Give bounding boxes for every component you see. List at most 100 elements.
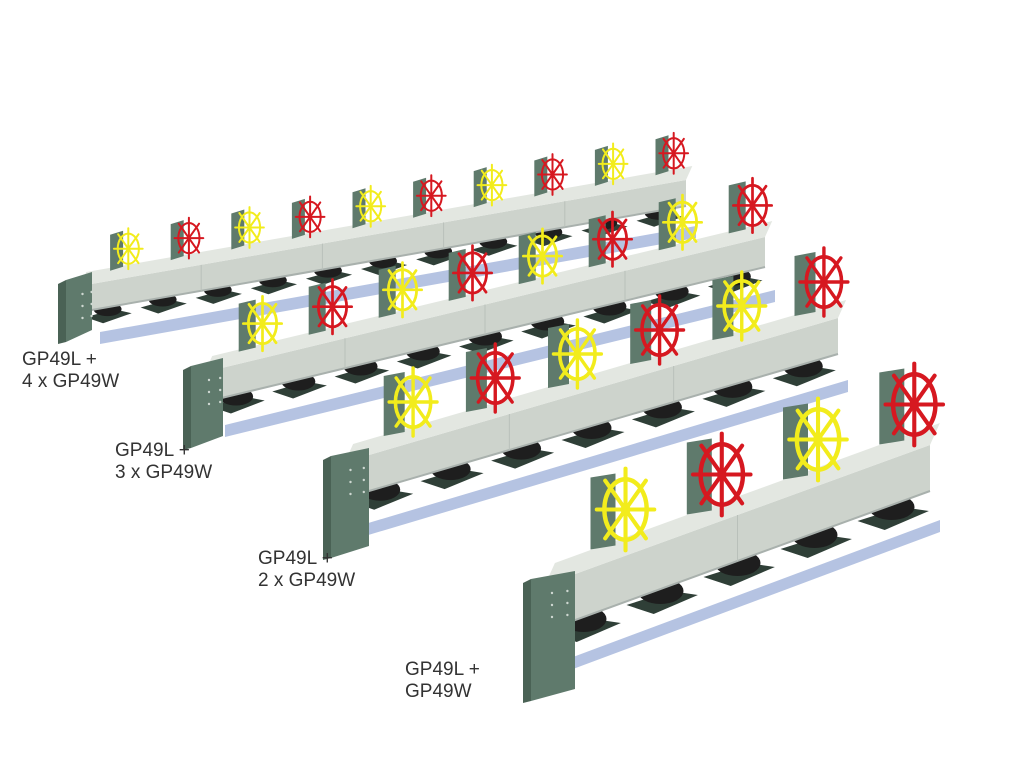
- ship-wheel-red: [415, 174, 447, 218]
- wheel-spoke: [394, 376, 415, 404]
- seat-with-wheel: [783, 396, 849, 483]
- row-3-caption-line1: GP49L +: [258, 548, 333, 569]
- end-cap-panel: [66, 272, 92, 342]
- bolt: [349, 492, 352, 496]
- ship-wheel-yellow: [241, 294, 284, 353]
- wheel-spoke: [430, 180, 443, 197]
- bolt: [81, 316, 84, 320]
- bolt: [207, 378, 211, 382]
- bolt: [550, 603, 554, 607]
- beam-top-face: [345, 300, 847, 462]
- support-base: [85, 309, 132, 324]
- wheel-spoke: [623, 478, 648, 512]
- wheel-hub: [573, 350, 582, 358]
- wheel-spoke: [737, 184, 754, 207]
- wheel-spoke: [657, 328, 679, 356]
- wheel-spoke: [127, 247, 140, 265]
- wheel-hub: [655, 326, 664, 334]
- wheel-spoke: [740, 280, 761, 308]
- wheel-spoke: [740, 304, 761, 332]
- ship-wheel-yellow: [476, 163, 508, 207]
- seat-with-wheel: [238, 294, 284, 353]
- wheel-spoke: [527, 254, 544, 277]
- wheel-hub: [259, 320, 266, 327]
- ship-wheel-yellow: [661, 193, 704, 251]
- row-3-caption: GP49L + 2 x GP49W: [258, 548, 355, 592]
- ship-wheel-red: [294, 195, 326, 239]
- bolt: [219, 376, 222, 380]
- wheel-spoke: [298, 215, 312, 233]
- beam-front-face: [80, 180, 686, 312]
- wheel-hub: [550, 172, 555, 177]
- row-2-caption: GP49L + 3 x GP49W: [115, 440, 212, 484]
- seat-with-wheel: [170, 216, 205, 261]
- wheel-spoke: [640, 328, 662, 356]
- bolt: [81, 292, 84, 296]
- seat-with-wheel: [352, 184, 387, 229]
- wheel-spoke: [815, 408, 841, 442]
- wheel-spoke: [493, 352, 514, 380]
- wheel-spoke: [187, 222, 201, 240]
- beam-front-face: [345, 318, 838, 498]
- wheel-spoke: [558, 328, 580, 356]
- wheel-spoke: [681, 201, 698, 224]
- wheel-spoke: [822, 280, 843, 308]
- wheel-spoke: [611, 237, 628, 260]
- wheel-spoke: [541, 254, 558, 277]
- seat-with-wheel: [548, 318, 604, 390]
- wheel-spoke: [723, 280, 744, 308]
- wheel-spoke: [359, 205, 372, 222]
- wheel-spoke: [238, 212, 251, 229]
- ship-wheel-yellow: [381, 261, 424, 319]
- wheel-spoke: [662, 152, 675, 169]
- wheel-spoke: [248, 212, 261, 229]
- ship-wheel-yellow: [787, 396, 849, 483]
- wheel-spoke: [699, 472, 724, 506]
- wheel-spoke: [597, 218, 614, 241]
- bolt: [566, 613, 569, 617]
- wheel-hub: [399, 286, 406, 293]
- seat-with-wheel: [378, 261, 424, 319]
- wheel-spoke: [177, 237, 190, 254]
- end-cap-side: [323, 456, 331, 560]
- wheel-spoke: [912, 402, 937, 436]
- wheel-hub: [186, 236, 191, 241]
- wheel-spoke: [795, 408, 821, 442]
- wheel-spoke: [601, 162, 615, 180]
- wheel-spoke: [430, 194, 443, 212]
- ship-wheel-red: [731, 176, 774, 235]
- wheel-hub: [368, 204, 373, 209]
- wheel-spoke: [575, 328, 597, 356]
- seat-with-wheel: [231, 206, 265, 250]
- wheel-hub: [609, 236, 616, 243]
- bolt: [207, 402, 211, 406]
- wheel-spoke: [805, 256, 826, 284]
- ship-wheel-yellow: [112, 227, 144, 271]
- wheel-spoke: [527, 235, 544, 258]
- wheel-spoke: [387, 269, 404, 292]
- ship-wheel-yellow: [355, 184, 387, 228]
- seat-with-wheel: [308, 278, 354, 336]
- bolt: [566, 589, 569, 593]
- wheel-spoke: [394, 400, 415, 428]
- wheel-spoke: [597, 237, 614, 260]
- seat-with-wheel: [518, 227, 564, 285]
- wheel-spoke: [309, 215, 322, 233]
- wheel-spoke: [480, 169, 493, 187]
- wheel-spoke: [681, 220, 698, 243]
- seat-with-wheel: [712, 270, 768, 342]
- row-4-caption: GP49L + GP49W: [405, 659, 480, 703]
- bolt: [219, 400, 222, 404]
- seesaw-row-3: [323, 246, 850, 560]
- support-base: [250, 280, 297, 295]
- seat-with-wheel: [413, 174, 447, 218]
- bolt: [362, 490, 365, 494]
- wheel-spoke: [411, 400, 432, 428]
- wheel-spoke: [331, 305, 348, 328]
- wheel-hub: [126, 246, 131, 251]
- beam-top-face: [205, 221, 773, 372]
- wheel-spoke: [640, 304, 662, 332]
- wheel-spoke: [401, 269, 418, 292]
- ship-wheel-red: [798, 246, 850, 318]
